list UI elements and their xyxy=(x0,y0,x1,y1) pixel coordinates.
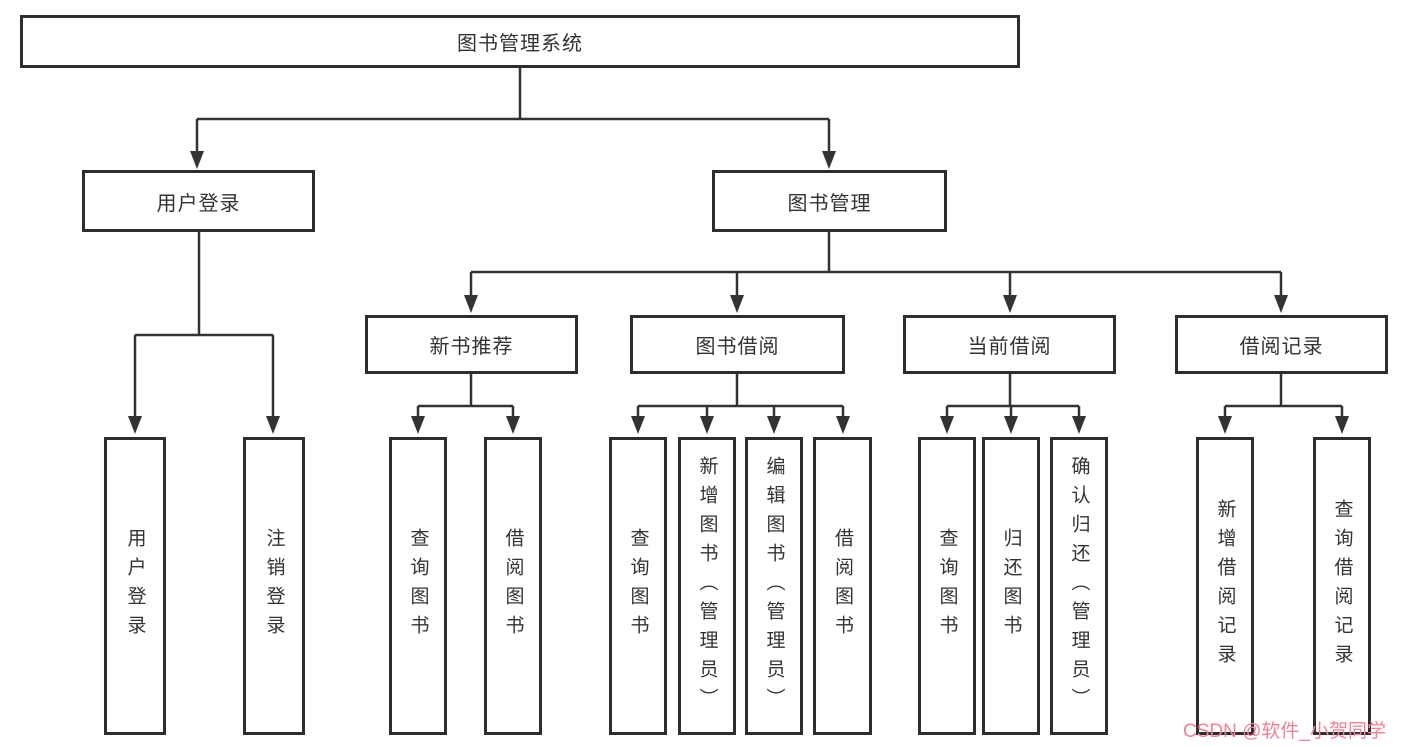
leaf-label: 编辑图书（管理员） xyxy=(763,455,785,717)
node-label: 图书借阅 xyxy=(695,336,780,358)
leaf-add-book-admin: 新增图书（管理员） xyxy=(678,437,736,735)
leaf-label: 查询图书 xyxy=(627,528,649,644)
leaf-label: 查询图书 xyxy=(936,528,958,644)
leaf-label: 新增图书（管理员） xyxy=(696,455,718,717)
arrowhead xyxy=(506,416,520,434)
node-current-borrowing: 当前借阅 xyxy=(903,315,1116,374)
arrowhead xyxy=(1004,416,1018,434)
node-label: 图书管理 xyxy=(787,192,872,215)
node-book-management: 图书管理 xyxy=(712,170,947,232)
arrowhead xyxy=(631,416,645,434)
leaf-edit-book-admin: 编辑图书（管理员） xyxy=(745,437,803,735)
node-label: 图书管理系统 xyxy=(457,33,583,55)
connector-borrow-records-to-leaves xyxy=(1218,374,1349,434)
leaf-logout: 注销登录 xyxy=(243,437,305,735)
node-label: 新书推荐 xyxy=(429,336,514,358)
connector-root-to-branches xyxy=(190,68,836,169)
node-label: 当前借阅 xyxy=(967,336,1052,358)
leaf-label: 确认归还（管理员） xyxy=(1068,455,1090,717)
node-root-system: 图书管理系统 xyxy=(20,15,1020,68)
arrowhead xyxy=(411,416,425,434)
leaf-user-login: 用户登录 xyxy=(104,437,166,735)
leaf-query-borrow-record: 查询借阅记录 xyxy=(1313,437,1371,735)
node-book-borrowing: 图书借阅 xyxy=(630,315,845,374)
connector-current-borrow-to-leaves xyxy=(940,374,1086,434)
arrowhead xyxy=(1335,416,1349,434)
leaf-label: 用户登录 xyxy=(124,528,146,644)
node-new-book-recommend: 新书推荐 xyxy=(365,315,578,374)
arrowhead xyxy=(767,416,781,434)
node-label: 用户登录 xyxy=(156,192,241,215)
connector-book-borrow-to-leaves xyxy=(631,374,850,434)
arrowhead xyxy=(940,416,954,434)
node-user-login: 用户登录 xyxy=(82,170,315,232)
leaf-borrow-books-recommend: 借阅图书 xyxy=(484,437,542,735)
arrowhead xyxy=(730,295,744,313)
watermark-text: CSDN @软件_小贺同学 xyxy=(1183,721,1386,742)
arrowhead xyxy=(128,416,142,434)
connector-book-management-to-sections xyxy=(464,232,1288,313)
connector-user-login-to-leaves xyxy=(128,232,280,434)
leaf-borrow-books-borrowing: 借阅图书 xyxy=(813,437,872,735)
leaf-label: 新增借阅记录 xyxy=(1214,499,1236,673)
arrowhead xyxy=(700,416,714,434)
leaf-return-books: 归还图书 xyxy=(982,437,1040,735)
arrowhead xyxy=(1003,295,1017,313)
node-borrow-records: 借阅记录 xyxy=(1175,315,1388,374)
arrowhead xyxy=(836,416,850,434)
leaf-label: 查询图书 xyxy=(407,528,429,644)
leaf-label: 注销登录 xyxy=(263,528,285,644)
arrowhead xyxy=(190,151,204,169)
node-label: 借阅记录 xyxy=(1239,336,1324,358)
arrowhead xyxy=(822,151,836,169)
arrowhead xyxy=(1072,416,1086,434)
arrowhead xyxy=(266,416,280,434)
leaf-query-books-recommend: 查询图书 xyxy=(389,437,447,735)
leaf-label: 借阅图书 xyxy=(832,528,853,644)
arrowhead xyxy=(464,295,478,313)
leaf-label: 归还图书 xyxy=(1000,528,1022,644)
leaf-confirm-return-admin: 确认归还（管理员） xyxy=(1050,437,1108,735)
leaf-add-borrow-record: 新增借阅记录 xyxy=(1196,437,1254,735)
leaf-label: 借阅图书 xyxy=(502,528,524,644)
leaf-label: 查询借阅记录 xyxy=(1331,499,1353,673)
connector-new-book-to-leaves xyxy=(411,374,520,434)
leaf-query-books-current: 查询图书 xyxy=(918,437,976,735)
arrowhead xyxy=(1218,416,1232,434)
arrowhead xyxy=(1274,295,1288,313)
leaf-query-books-borrowing: 查询图书 xyxy=(609,437,667,735)
